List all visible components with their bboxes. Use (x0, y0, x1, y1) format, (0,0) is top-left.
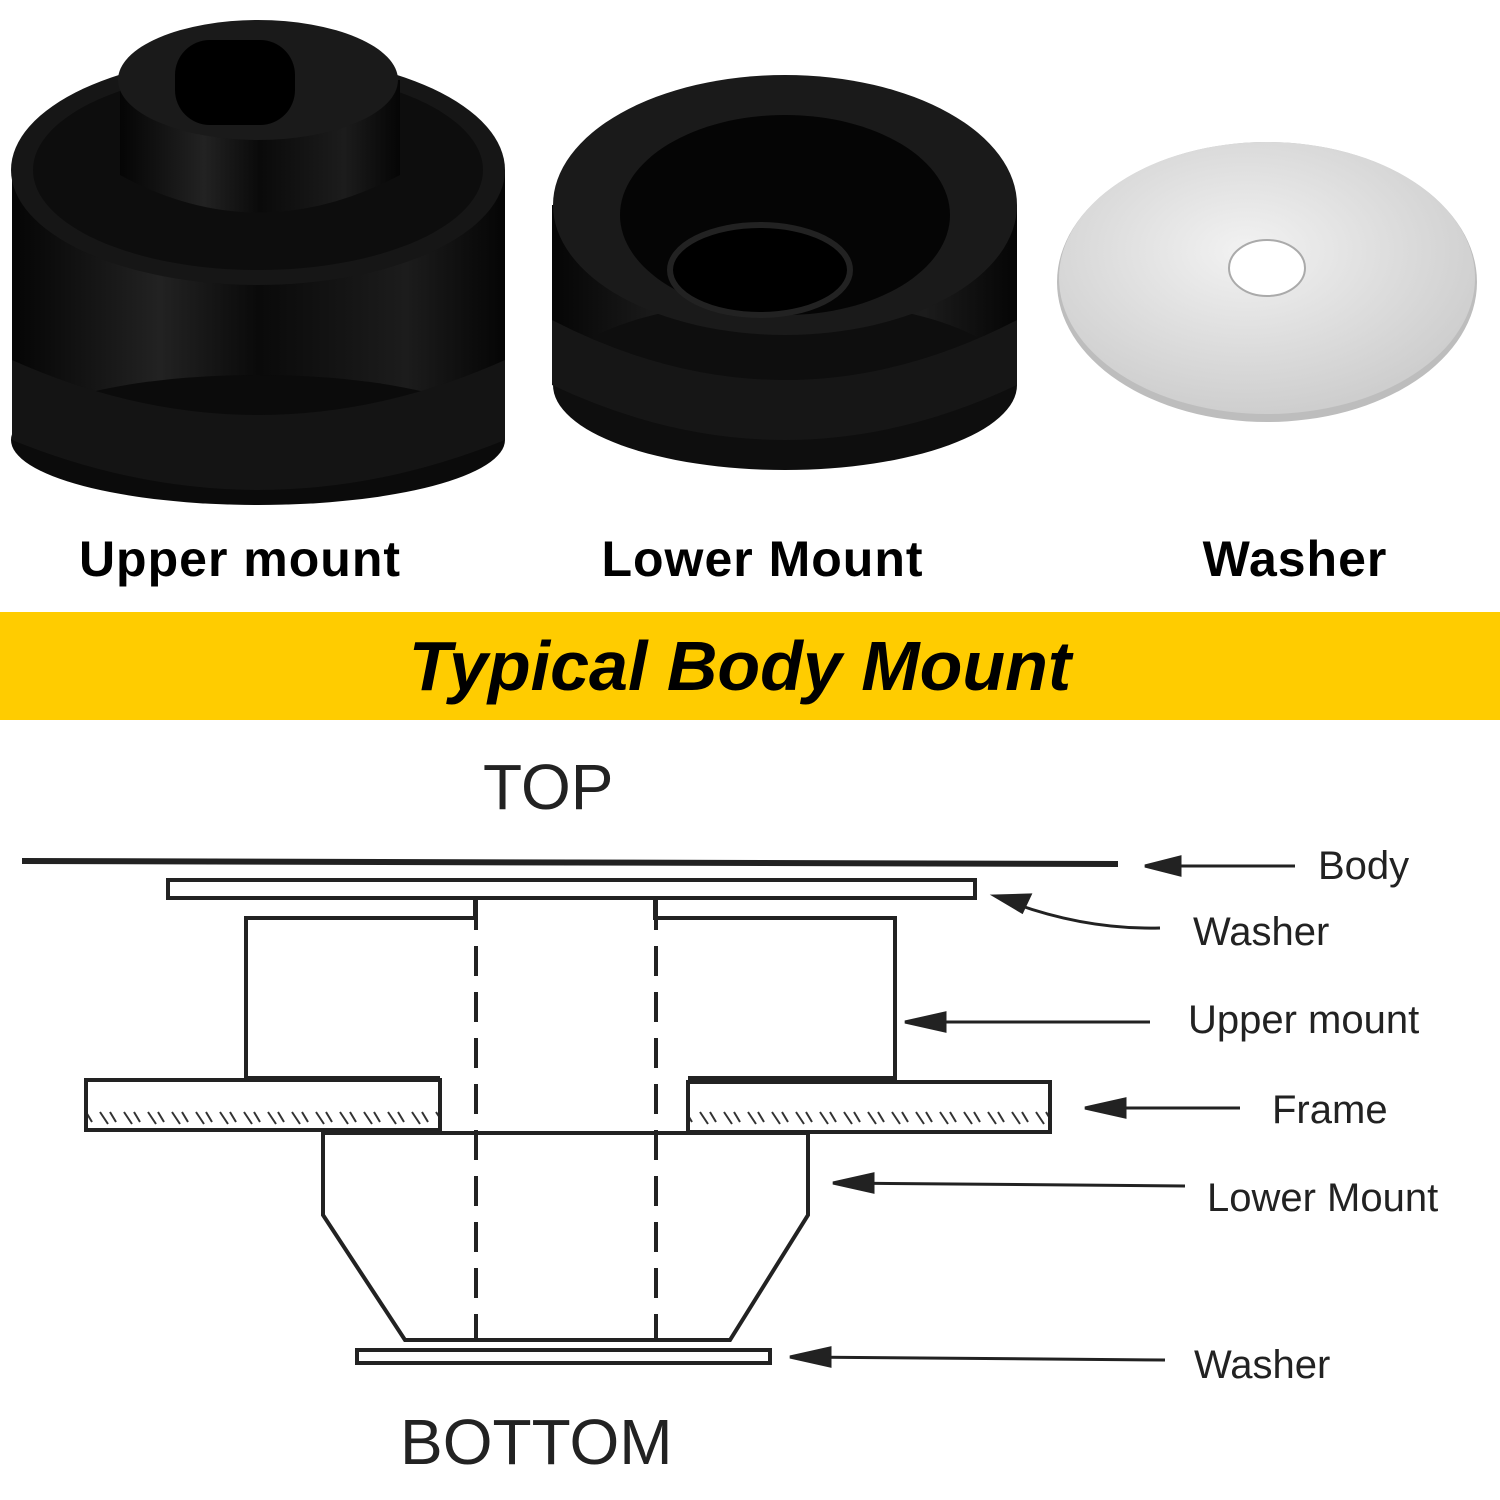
upper-mount-outline (244, 898, 897, 1080)
lower-mount-photo (552, 75, 1017, 470)
body-mount-diagram (21, 855, 1295, 1368)
body-line (21, 858, 1119, 867)
callout-top-washer: Washer (1193, 910, 1330, 954)
title-banner: Typical Body Mount (0, 612, 1500, 720)
washer-photo (1057, 142, 1477, 422)
callout-lower-mount: Lower Mount (1207, 1176, 1439, 1220)
top-label: TOP (483, 751, 614, 823)
callout-bottom-washer: Washer (1194, 1343, 1331, 1387)
callout-upper-mount: Upper mount (1188, 998, 1420, 1042)
bottom-washer (355, 1348, 772, 1365)
product-label-upper-mount: Upper mount (78, 531, 402, 587)
top-washer (166, 878, 977, 900)
frame-right (686, 1080, 1052, 1134)
callout-body: Body (1318, 844, 1410, 888)
bottom-label: BOTTOM (400, 1406, 673, 1478)
callout-frame: Frame (1272, 1088, 1388, 1132)
banner-title: Typical Body Mount (408, 627, 1072, 705)
frame-left (84, 1078, 442, 1132)
upper-mount-photo (11, 20, 505, 505)
lower-mount-outline (321, 1131, 810, 1342)
product-label-washer: Washer (1202, 531, 1388, 587)
callout-arrows (789, 855, 1295, 1368)
product-label-lower-mount: Lower Mount (601, 531, 924, 587)
